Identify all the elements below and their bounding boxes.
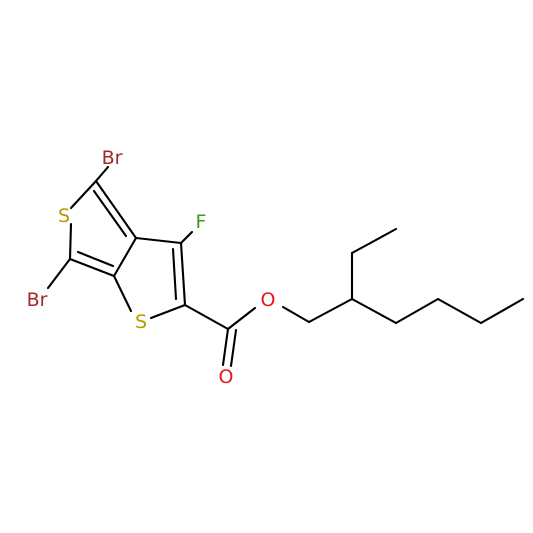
bond-c9-c12 <box>350 297 398 325</box>
bond-c3-c4 <box>112 236 138 278</box>
bond-s1-c2 <box>68 222 73 261</box>
bond-c2-c3 <box>68 257 116 278</box>
bond-c2-br2 <box>46 257 72 290</box>
bond-c4-c1-double <box>92 189 128 238</box>
atom-f: F <box>196 211 207 233</box>
bond-c8-c9 <box>307 297 354 324</box>
atom-br1: Br <box>102 147 123 169</box>
bond-c2-c3-double <box>76 250 115 268</box>
atom-o1: O <box>261 289 276 311</box>
bond-c6-s2 <box>149 303 187 320</box>
bond-c1-br1 <box>94 165 110 183</box>
bond-c12-c13 <box>394 297 440 325</box>
bond-c5-c6-double <box>171 247 178 301</box>
bond-s2-c3 <box>112 274 133 313</box>
bond-c6-c7 <box>183 303 230 331</box>
bond-c5-f <box>179 230 194 245</box>
atom-s2: S <box>135 311 147 333</box>
atom-o2: O <box>219 366 234 388</box>
bond-c4-c1 <box>94 179 138 240</box>
bonds <box>46 165 525 368</box>
bond-c14-c15 <box>479 297 525 325</box>
bond-c1-s1 <box>69 179 98 210</box>
bond-c7-o1 <box>226 306 257 331</box>
bond-c13-c14 <box>436 297 483 325</box>
bond-c10-c11 <box>350 227 398 255</box>
bond-c7-o2-double <box>229 328 238 368</box>
bond-c5-c6 <box>179 241 187 307</box>
bond-c4-c5 <box>134 236 183 245</box>
bond-c7-o2 <box>221 327 230 367</box>
bond-o1-c8 <box>281 305 311 324</box>
atom-br2: Br <box>27 289 48 311</box>
atom-labels: Br Br S S F O O <box>27 147 276 388</box>
atom-s1: S <box>58 205 70 227</box>
